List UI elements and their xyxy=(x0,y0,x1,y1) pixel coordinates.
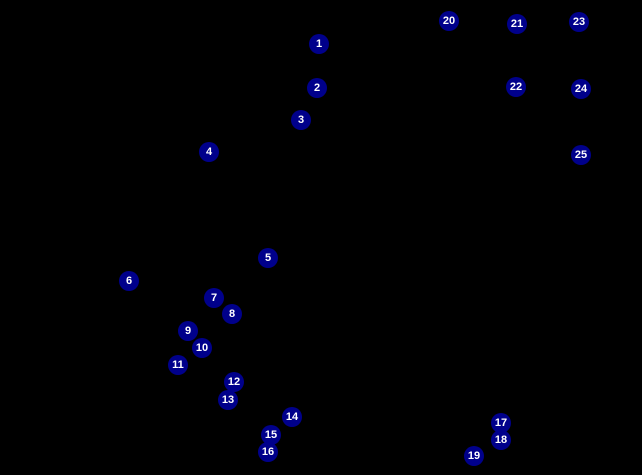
marker-2[interactable]: 2 xyxy=(307,78,327,98)
marker-6[interactable]: 6 xyxy=(119,271,139,291)
marker-12[interactable]: 12 xyxy=(224,372,244,392)
marker-23[interactable]: 23 xyxy=(569,12,589,32)
marker-9[interactable]: 9 xyxy=(178,321,198,341)
marker-8[interactable]: 8 xyxy=(222,304,242,324)
marker-15[interactable]: 15 xyxy=(261,425,281,445)
marker-25[interactable]: 25 xyxy=(571,145,591,165)
marker-3[interactable]: 3 xyxy=(291,110,311,130)
marker-14[interactable]: 14 xyxy=(282,407,302,427)
marker-4[interactable]: 4 xyxy=(199,142,219,162)
marker-11[interactable]: 11 xyxy=(168,355,188,375)
marker-21[interactable]: 21 xyxy=(507,14,527,34)
marker-1[interactable]: 1 xyxy=(309,34,329,54)
marker-5[interactable]: 5 xyxy=(258,248,278,268)
marker-13[interactable]: 13 xyxy=(218,390,238,410)
marker-20[interactable]: 20 xyxy=(439,11,459,31)
marker-18[interactable]: 18 xyxy=(491,430,511,450)
marker-16[interactable]: 16 xyxy=(258,442,278,462)
marker-22[interactable]: 22 xyxy=(506,77,526,97)
marker-7[interactable]: 7 xyxy=(204,288,224,308)
marker-24[interactable]: 24 xyxy=(571,79,591,99)
marker-17[interactable]: 17 xyxy=(491,413,511,433)
marker-19[interactable]: 19 xyxy=(464,446,484,466)
marker-10[interactable]: 10 xyxy=(192,338,212,358)
